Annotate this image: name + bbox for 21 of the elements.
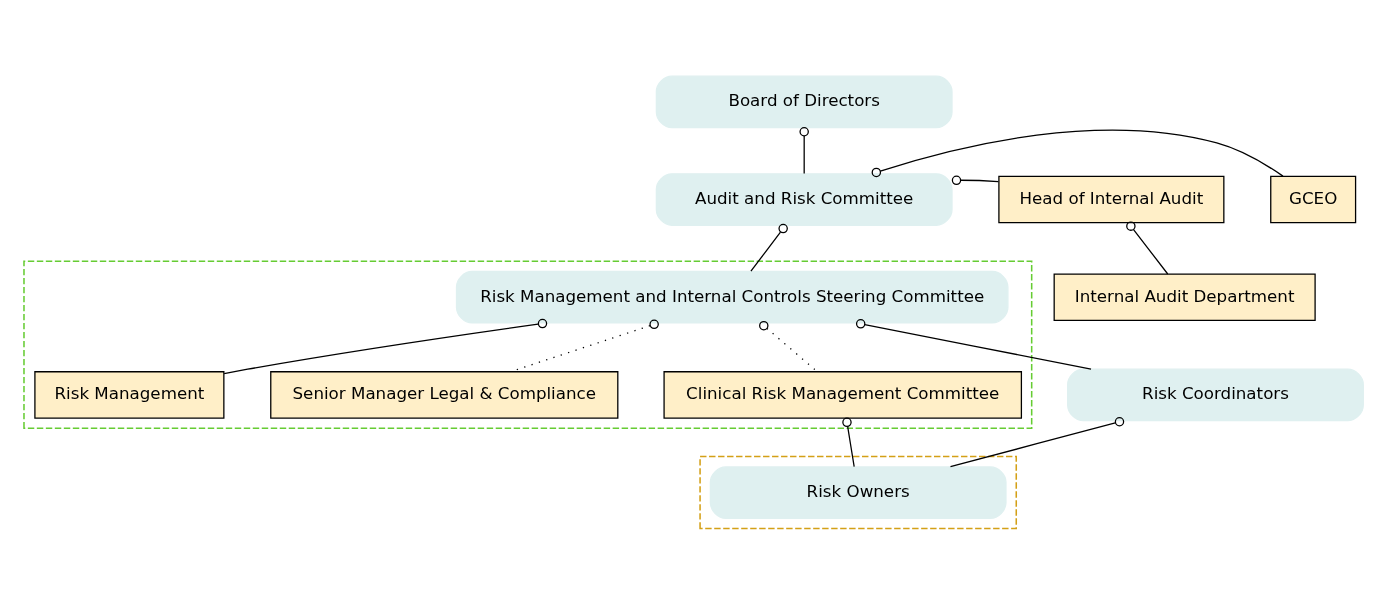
connector: [949, 416, 1125, 467]
connector: [750, 223, 788, 272]
node-box: Senior Manager Legal & Compliance: [270, 370, 619, 419]
connector: [1126, 220, 1169, 275]
node-box: Board of Directors: [655, 75, 953, 128]
connector: [871, 129, 1284, 177]
node-box: Head of Internal Audit: [998, 175, 1225, 223]
node-box: Audit and Risk Committee: [655, 172, 953, 226]
node-box: Risk Management and Internal Controls Steering Committee: [455, 270, 1009, 324]
connector: [842, 417, 855, 467]
connector: [223, 318, 548, 374]
connector: [951, 175, 999, 185]
connector: [855, 318, 1092, 370]
node-box: Risk Coordinators: [1067, 368, 1364, 421]
node-box: Risk Owners: [709, 465, 1007, 519]
node-box: Internal Audit Department: [1053, 272, 1316, 321]
connector: [799, 126, 809, 174]
node-box: Risk Management: [34, 370, 225, 419]
cluster: [699, 455, 1018, 529]
node-box: GCEO: [1270, 175, 1357, 223]
node-box: Clinical Risk Management Committee: [663, 370, 1023, 419]
